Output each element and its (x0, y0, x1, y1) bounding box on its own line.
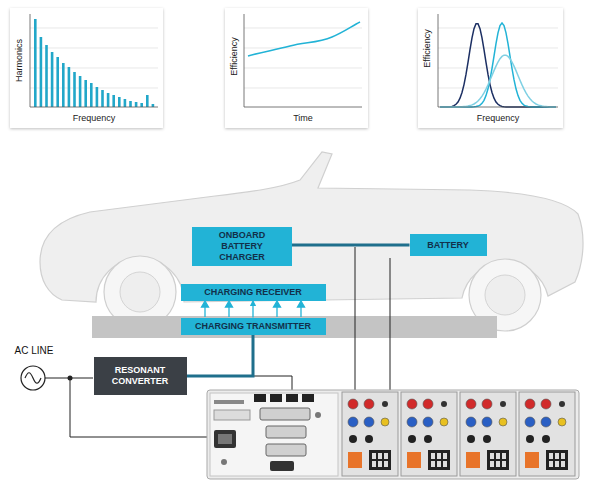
harmonic-bar (96, 87, 99, 107)
field-arrow (252, 301, 253, 318)
harmonic-bar (107, 93, 110, 107)
converter-box: RESONANT CONVERTER (94, 357, 187, 395)
power-line (292, 244, 410, 247)
harmonic-bar (90, 83, 93, 107)
harmonic-bar (45, 45, 48, 107)
source-label: AC LINE (15, 345, 54, 356)
receiver-box: CHARGING RECEIVER (181, 284, 326, 301)
transmitter-box: CHARGING TRANSMITTER (181, 318, 326, 335)
box-label: ONBOARD BATTERY CHARGER (199, 230, 285, 263)
axis-label: Frequency (73, 113, 116, 124)
harmonic-bar (146, 95, 149, 107)
harmonic-bar (51, 52, 54, 107)
box-label: RESONANT CONVERTER (102, 365, 179, 387)
harmonic-bar (129, 101, 132, 107)
harmonic-bar (62, 63, 65, 107)
axis-label: Time (293, 113, 313, 124)
resonance-curve (440, 55, 556, 107)
harmonic-bar (112, 95, 115, 107)
box-label: CHARGING RECEIVER (204, 287, 302, 298)
harmonic-bar (101, 90, 104, 107)
harmonic-bar (56, 57, 59, 107)
power-analyzer (207, 390, 579, 479)
charging-pad (92, 316, 497, 338)
resonance-curve (440, 23, 556, 107)
harmonics-chart (10, 8, 163, 128)
efficiency-frequency-chart (418, 8, 563, 128)
power-line (187, 335, 254, 377)
axis-label: Frequency (477, 113, 520, 124)
harmonic-bar (79, 76, 82, 107)
harmonic-bar (152, 104, 155, 107)
harmonic-bar (40, 37, 43, 107)
resonance-curve (440, 24, 556, 107)
box-label: BATTERY (427, 240, 469, 251)
harmonic-bar (135, 102, 138, 107)
car-outline (40, 152, 583, 331)
ac-source (21, 366, 45, 390)
junction-dot (68, 376, 73, 381)
harmonic-bar (118, 97, 121, 107)
harmonic-bar (68, 67, 71, 107)
battery-box: BATTERY (410, 234, 487, 256)
field-arrows (202, 301, 305, 317)
harmonic-bar (73, 72, 76, 107)
harmonic-bar (34, 19, 37, 107)
efficiency-time-chart (225, 8, 368, 128)
axis-label: Efficiency (421, 29, 432, 67)
axis-label: Harmonics (14, 38, 25, 81)
axis-label: Efficiency (228, 37, 239, 75)
harmonic-bar (124, 99, 127, 107)
harmonic-bar (84, 80, 87, 107)
harmonic-bar (140, 103, 143, 107)
box-label: CHARGING TRANSMITTER (195, 321, 311, 332)
charger-box: ONBOARD BATTERY CHARGER (192, 227, 292, 266)
